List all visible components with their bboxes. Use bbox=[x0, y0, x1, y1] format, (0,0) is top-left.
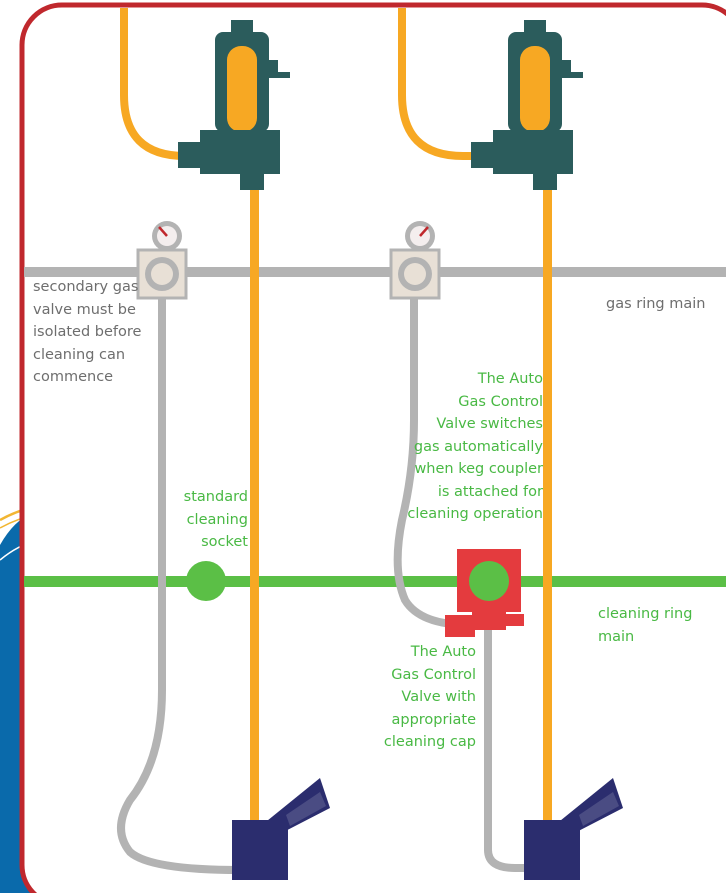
gas-hose-left bbox=[117, 290, 241, 874]
beer-line-left bbox=[250, 175, 259, 830]
secondary-gas-valve-right bbox=[389, 248, 441, 300]
cleaning-ring-main-label: cleaning ring main bbox=[598, 606, 693, 645]
standard-cleaning-socket-label: standard cleaning socket bbox=[183, 489, 248, 550]
cleaning-ring-main-pipe bbox=[24, 576, 726, 587]
gas-regulator-right bbox=[471, 20, 583, 190]
auto-gas-control-valve bbox=[445, 549, 524, 637]
gas-ring-main-label: gas ring main bbox=[606, 296, 706, 312]
gas-regulator-left bbox=[178, 20, 290, 190]
auto-gas-cap-label: The Auto Gas Control Valve with appropri… bbox=[383, 644, 476, 750]
secondary-gas-valve-left bbox=[136, 248, 188, 300]
diagram-frame bbox=[19, 2, 726, 893]
incoming-beer-line-right bbox=[398, 8, 503, 160]
gas-ring-main-pipe bbox=[24, 267, 726, 277]
auto-gas-switch-label: The Auto Gas Control Valve switches gas … bbox=[407, 371, 543, 522]
secondary-gas-valve-label: secondary gas valve must be isolated bef… bbox=[33, 279, 142, 385]
gas-hose-right-lower bbox=[484, 625, 525, 872]
keg-coupler-right bbox=[524, 778, 623, 880]
standard-cleaning-socket bbox=[186, 561, 226, 601]
keg-coupler-left bbox=[232, 778, 330, 880]
gas-hose-right-upper bbox=[393, 290, 471, 629]
beer-line-right bbox=[543, 175, 552, 830]
